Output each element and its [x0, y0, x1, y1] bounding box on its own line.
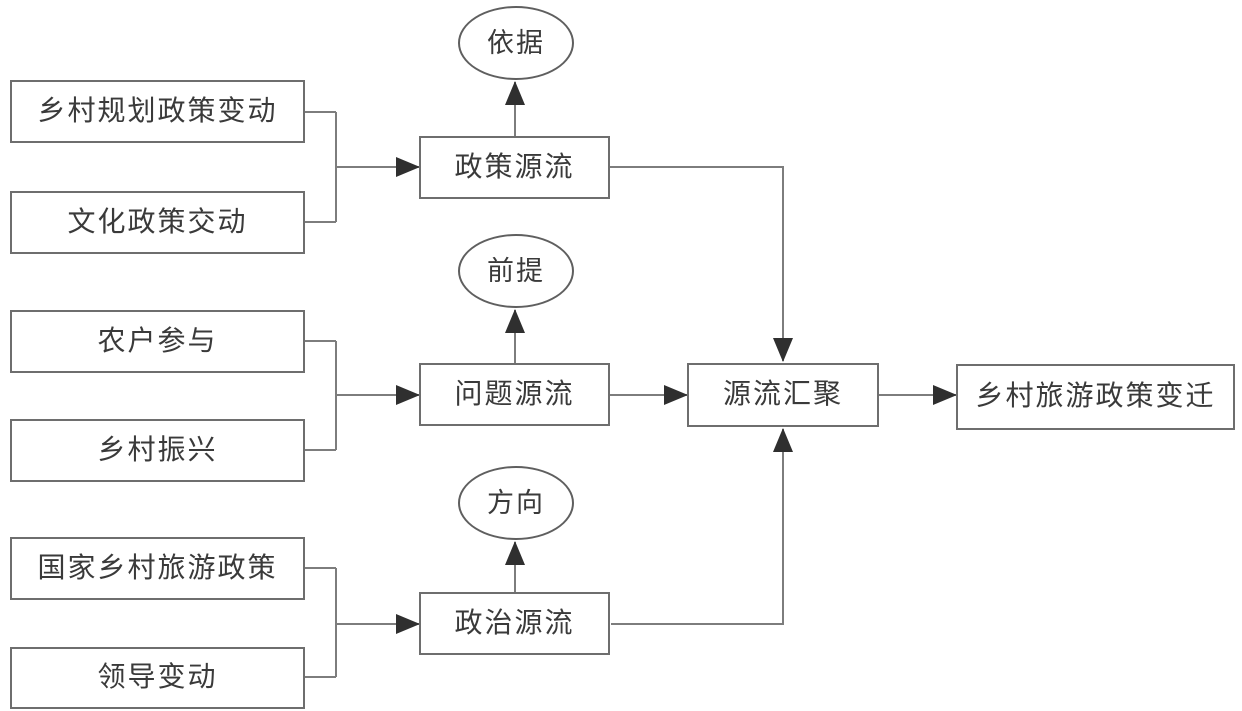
source-box-rural-revitalization: 乡村振兴	[10, 419, 305, 482]
stream-box-policy: 政策源流	[419, 136, 610, 199]
source-box-culture-policy-interaction: 文化政策交动	[10, 191, 305, 254]
stream-box-problem: 问题源流	[419, 363, 610, 426]
source-box-national-rural-tourism-policy: 国家乡村旅游政策	[10, 537, 305, 600]
convergence-box: 源流汇聚	[687, 363, 879, 427]
edge-policy-stream-to-convergence	[610, 166, 793, 362]
source-box-planning-policy-change: 乡村规划政策变动	[10, 80, 305, 143]
source-box-leadership-change: 领导变动	[10, 647, 305, 709]
ellipse-premise: 前提	[458, 234, 574, 308]
ellipse-basis: 依据	[458, 6, 574, 80]
source-box-farmer-participation: 农户参与	[10, 310, 305, 373]
stream-box-politics: 政治源流	[419, 592, 610, 655]
edge-politics-stream-to-convergence	[611, 428, 793, 625]
outcome-box: 乡村旅游政策变迁	[956, 364, 1235, 430]
ellipse-direction: 方向	[458, 466, 574, 540]
